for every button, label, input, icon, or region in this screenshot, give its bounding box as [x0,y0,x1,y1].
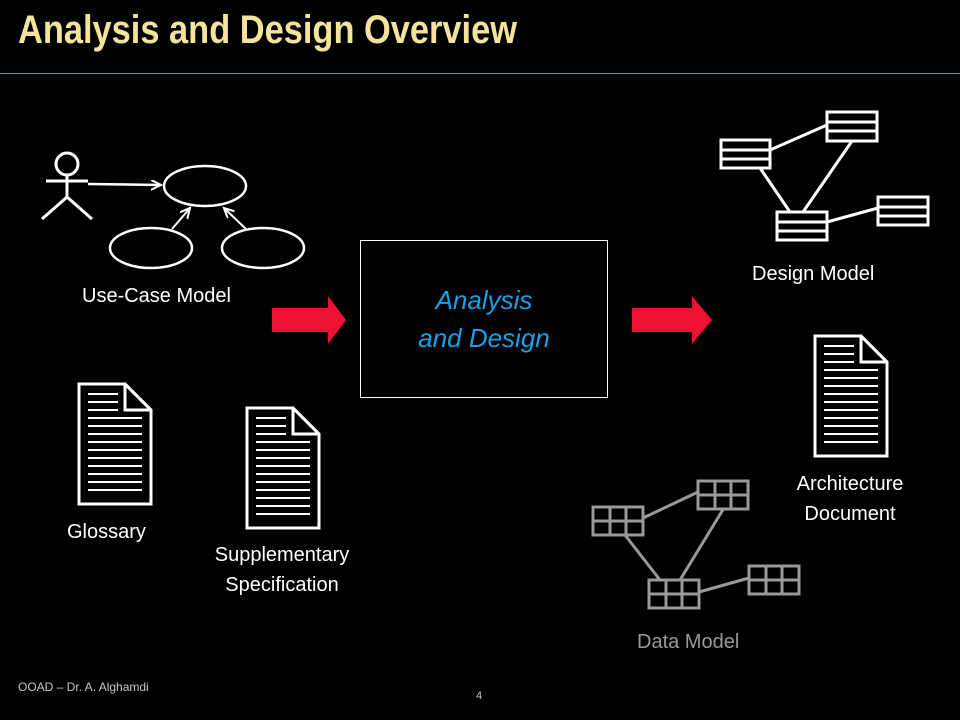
design-model-label: Design Model [752,263,875,285]
use-case-model-label: Use-Case Model [82,285,231,307]
slide-title: Analysis and Design Overview [18,8,518,52]
class-box-1 [719,138,772,170]
design-model-diagram [719,110,930,242]
footer-author: OOAD – Dr. A. Alghamdi [18,680,149,694]
glossary-document-icon [77,382,153,506]
table-box-1 [591,505,645,537]
use-case-top [162,164,248,208]
table-box-4 [747,564,801,596]
supplementary-line-1: Supplementary [214,544,350,566]
class-box-3 [775,210,829,242]
page-number: 4 [476,690,483,702]
input-flow-arrow [272,296,346,344]
architecture-document-icon [813,334,889,458]
data-model-label: Data Model [637,631,740,653]
center-line-2: and Design [418,323,550,353]
use-case-model-diagram [41,151,306,270]
output-flow-arrow [632,296,712,344]
class-box-2 [825,110,879,143]
include-arrow-right [224,208,247,230]
association-arrow [87,184,161,185]
center-line-1: Analysis [435,285,533,315]
glossary-label: Glossary [67,521,146,543]
class-box-4 [876,195,930,227]
use-case-right [220,226,306,270]
architecture-document-label: Architecture Document [750,469,950,529]
table-box-2 [696,479,750,511]
supplementary-specification-label: Supplementary Specification [182,540,382,600]
supplementary-line-2: Specification [225,574,339,596]
data-model-diagram [591,479,801,610]
supplementary-document-icon [245,406,321,530]
include-arrow-left [171,208,190,230]
architecture-line-2: Document [804,503,896,525]
architecture-line-1: Architecture [796,473,904,495]
title-rule [0,73,960,74]
table-box-3 [647,578,701,610]
use-case-left [108,226,194,270]
actor-icon [41,151,93,221]
analysis-and-design-box: Analysis and Design [360,240,608,398]
